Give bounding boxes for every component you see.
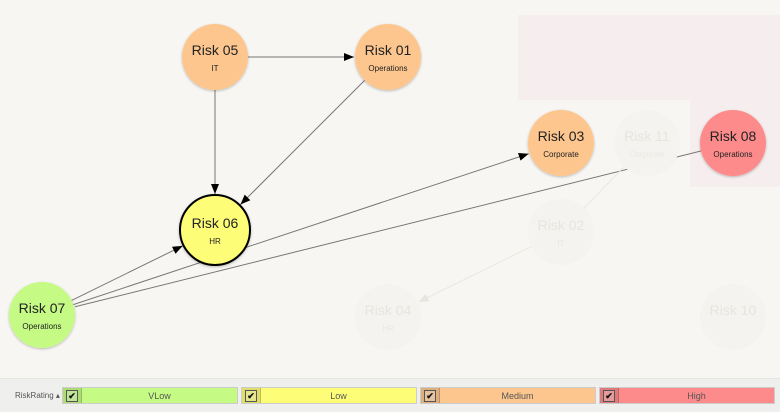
check-icon: ✔ [424, 389, 436, 402]
legend-checkbox[interactable]: ✔ [63, 388, 82, 403]
node-circle[interactable] [700, 110, 766, 176]
node-r07[interactable]: Risk 07 Operations [9, 282, 75, 348]
node-circle[interactable] [182, 24, 248, 90]
highlight-zone [518, 15, 780, 100]
legend-item-low[interactable]: ✔ Low [241, 387, 417, 404]
node-category: HR [209, 237, 221, 246]
legend-item-medium[interactable]: ✔ Medium [420, 387, 596, 404]
edge-r02-r04 [418, 246, 532, 303]
node-r11[interactable]: Risk 11 Corporate [614, 110, 680, 176]
node-title: Risk 11 [624, 128, 670, 144]
node-category: Operations [713, 150, 752, 159]
edge-r07-r03 [73, 153, 529, 306]
node-r05[interactable]: Risk 05 IT [182, 24, 248, 90]
check-icon: ✔ [603, 389, 615, 402]
legend-item-high[interactable]: ✔ High [599, 387, 775, 404]
node-r03[interactable]: Risk 03 Corporate [528, 110, 594, 176]
legend-label: Low [330, 390, 347, 401]
node-r06[interactable]: Risk 06 HR [179, 194, 251, 266]
node-r02[interactable]: Risk 02 IT [528, 199, 594, 265]
node-r08[interactable]: Risk 08 Operations [700, 110, 766, 176]
node-r01[interactable]: Risk 01 Operations [355, 24, 421, 90]
risk-rating-legend: RiskRating ▴ ✔ VLow ✔ Low ✔ Medium ✔ High [0, 378, 780, 412]
legend-item-vlow[interactable]: ✔ VLow [62, 387, 238, 404]
node-category: Corporate [629, 150, 665, 159]
check-icon: ✔ [245, 389, 257, 402]
node-title: Risk 05 [192, 42, 239, 58]
node-circle[interactable] [9, 282, 75, 348]
node-r04[interactable]: Risk 04 HR [355, 284, 421, 350]
node-circle[interactable] [355, 24, 421, 90]
edge-r02-r11 [583, 167, 624, 209]
node-category: HR [382, 324, 394, 333]
node-title: Risk 03 [538, 128, 585, 144]
node-category: Corporate [543, 150, 579, 159]
node-title: Risk 02 [538, 217, 585, 233]
node-circle[interactable] [355, 284, 421, 350]
legend-title[interactable]: RiskRating ▴ [15, 391, 60, 400]
legend-checkbox[interactable]: ✔ [242, 388, 261, 403]
node-category: IT [557, 239, 564, 248]
node-title: Risk 10 [710, 302, 757, 318]
check-icon: ✔ [66, 389, 78, 402]
node-circle[interactable] [528, 199, 594, 265]
node-circle[interactable] [179, 194, 251, 266]
edge-r01-r06 [240, 79, 366, 205]
legend-checkbox[interactable]: ✔ [600, 388, 619, 403]
edge-r07-r06 [71, 245, 183, 301]
node-category: IT [211, 64, 218, 73]
legend-label: High [687, 390, 706, 401]
edge-r08-r07 [74, 150, 702, 308]
node-circle[interactable] [614, 110, 680, 176]
legend-label: Medium [501, 390, 534, 401]
legend-label: VLow [148, 390, 171, 401]
legend-checkbox[interactable]: ✔ [421, 388, 440, 403]
node-category: Operations [22, 322, 61, 331]
node-title: Risk 08 [710, 128, 757, 144]
node-category: Operations [368, 64, 407, 73]
node-title: Risk 01 [365, 42, 412, 58]
node-title: Risk 06 [192, 215, 239, 231]
node-title: Risk 07 [19, 300, 66, 316]
node-r10[interactable]: Risk 10 [700, 284, 766, 350]
node-circle[interactable] [700, 284, 766, 350]
node-circle[interactable] [528, 110, 594, 176]
node-title: Risk 04 [365, 302, 412, 318]
